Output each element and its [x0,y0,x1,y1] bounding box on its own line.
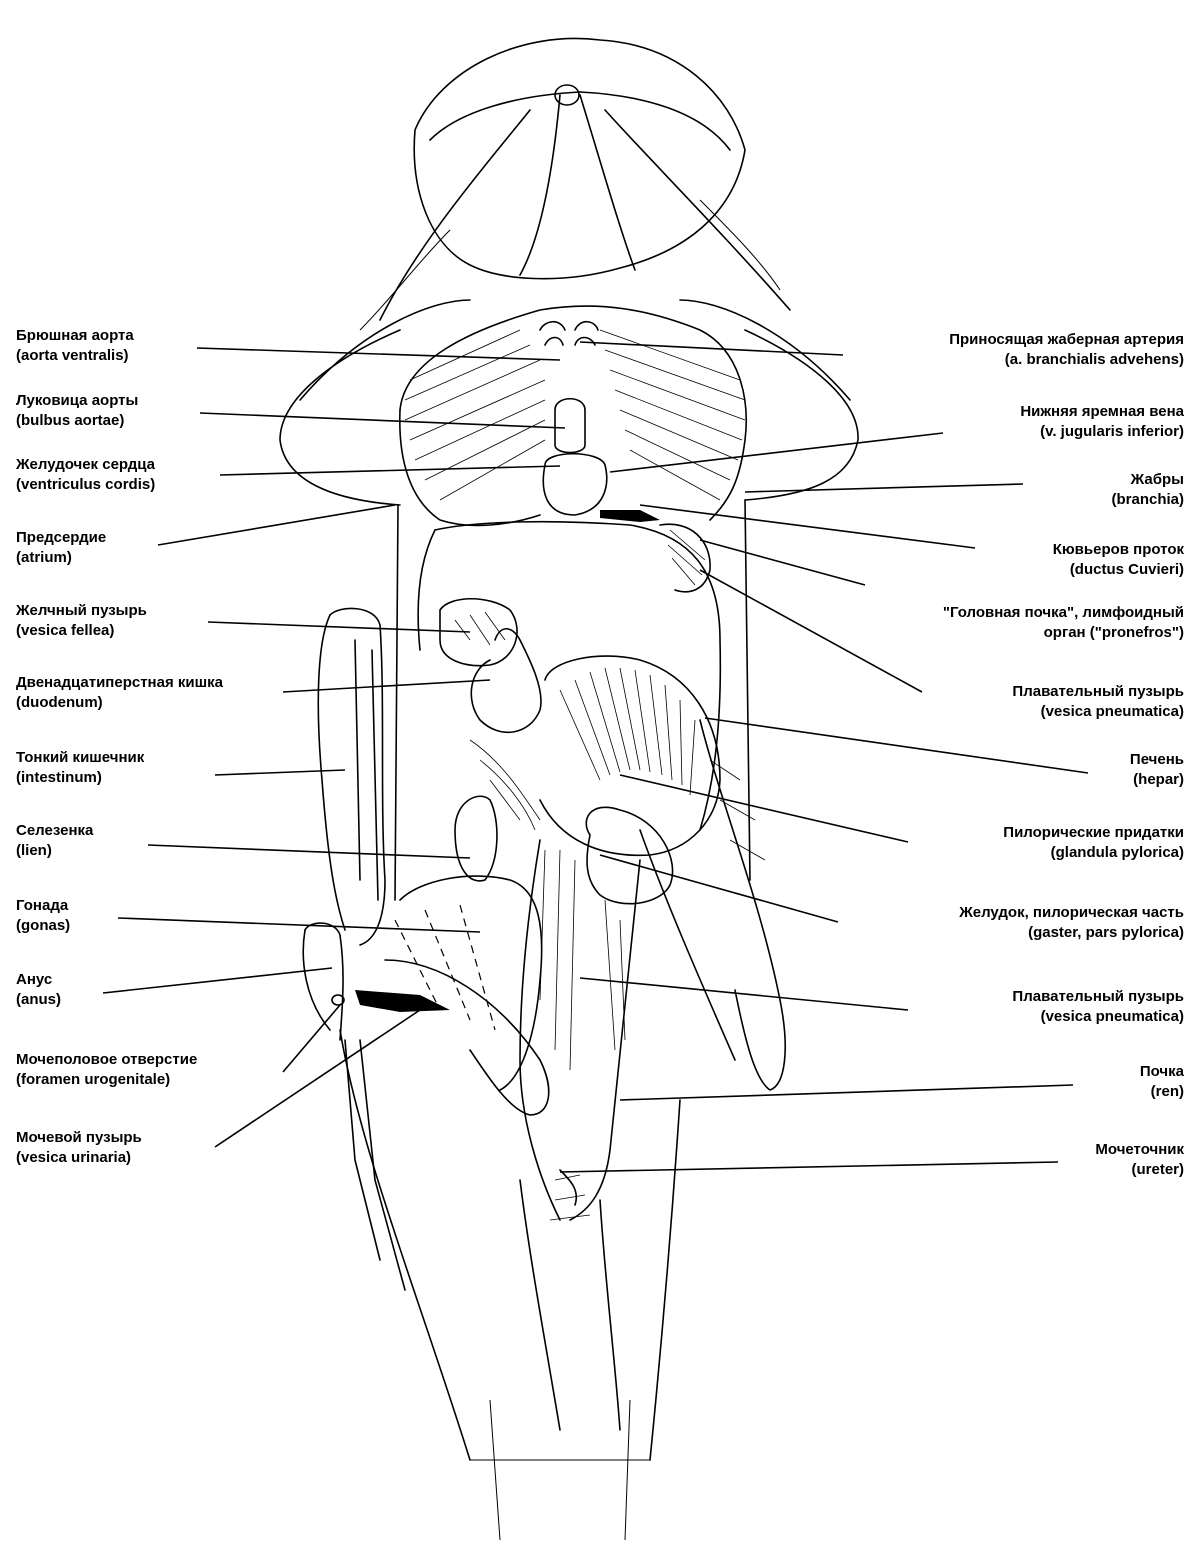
label-lat: (aorta ventralis) [16,346,134,366]
label-lat: (ventriculus cordis) [16,475,155,495]
label-vesica-urinaria: Мочевой пузырь (vesica urinaria) [16,1128,142,1168]
label-lat: (intestinum) [16,768,144,788]
label-ru: Желчный пузырь [16,601,147,621]
label-ren: Почка (ren) [1140,1062,1184,1102]
label-lat: (hepar) [1130,770,1184,790]
tail-peduncle [340,1030,680,1540]
label-ru: Желудок, пилорическая часть [959,903,1184,923]
label-bulbus-aortae: Луковица аорты (bulbus aortae) [16,391,138,431]
label-ru: Нижняя яремная вена [1020,402,1184,422]
leader-lines [103,342,1088,1172]
label-glandula-pylorica: Пилорические придатки (glandula pylorica… [1003,823,1184,863]
label-ru: Пилорические придатки [1003,823,1184,843]
label-ru: Печень [1130,750,1184,770]
label-ductus-cuvieri: Кювьеров проток (ductus Cuvieri) [1053,540,1184,580]
label-vesica-fellea: Желчный пузырь (vesica fellea) [16,601,147,641]
label-gonas: Гонада (gonas) [16,896,70,936]
spleen [455,796,497,881]
label-ru: Селезенка [16,821,93,841]
label-lat: (gaster, pars pylorica) [959,923,1184,943]
gall-bladder [440,599,517,666]
label-ru: Брюшная аорта [16,326,134,346]
label-aorta-ventralis: Брюшная аорта (aorta ventralis) [16,326,134,366]
label-lat: (ureter) [1095,1160,1184,1180]
label-ru: Плавательный пузырь [1012,682,1184,702]
label-intestinum: Тонкий кишечник (intestinum) [16,748,144,788]
label-atrium: Предсердие (atrium) [16,528,106,568]
label-ru: Гонада [16,896,70,916]
label-lat: (a. branchialis advehens) [949,350,1184,370]
label-lat: (glandula pylorica) [1003,843,1184,863]
label-ru: Мочевой пузырь [16,1128,142,1148]
swim-bladder [520,840,640,1220]
label-anus: Анус (anus) [16,970,61,1010]
label-lien: Селезенка (lien) [16,821,93,861]
label-lat: (gonas) [16,916,70,936]
label-branchia: Жабры (branchia) [1111,470,1184,510]
label-lat: (vesica pneumatica) [1012,702,1184,722]
label-ru: Приносящая жаберная артерия [949,330,1184,350]
label-ru: Почка [1140,1062,1184,1082]
gills [400,306,746,525]
label-lat: (ductus Cuvieri) [1053,560,1184,580]
label-lat: (foramen urogenitale) [16,1070,197,1090]
gill-covers [280,300,858,505]
label-vesica-pneumatica-1: Плавательный пузырь (vesica pneumatica) [1012,682,1184,722]
label-ventriculus-cordis: Желудочек сердца (ventriculus cordis) [16,455,155,495]
label-ru: Мочеполовое отверстие [16,1050,197,1070]
label-lat: (ren) [1140,1082,1184,1102]
label-lat: (anus) [16,990,61,1010]
label-ru: "Головная почка", лимфоидный [943,603,1184,623]
label-lat: (vesica urinaria) [16,1148,142,1168]
label-lat: (lien) [16,841,93,861]
label-vesica-pneumatica-2: Плавательный пузырь (vesica pneumatica) [1012,987,1184,1027]
label-ru: Тонкий кишечник [16,748,144,768]
intestine [318,608,385,945]
head-outline [360,38,790,330]
label-foramen-urogenitale: Мочеполовое отверстие (foramen urogenita… [16,1050,197,1090]
label-duodenum: Двенадцатиперстная кишка (duodenum) [16,673,223,713]
label-ru: Мочеточник [1095,1140,1184,1160]
label-lat: (vesica pneumatica) [1012,1007,1184,1027]
label-ru: Предсердие [16,528,106,548]
label-ru: Анус [16,970,61,990]
label-lat: (bulbus aortae) [16,411,138,431]
label-hepar: Печень (hepar) [1130,750,1184,790]
label-ru: Желудочек сердца [16,455,155,475]
pyloric-caeca [470,656,720,855]
label-lat: (vesica fellea) [16,621,147,641]
label-lat: (duodenum) [16,693,223,713]
label-lat: (atrium) [16,548,106,568]
label-ru: Плавательный пузырь [1012,987,1184,1007]
kidney-ureter [520,1170,620,1430]
label-lat: (v. jugularis inferior) [1020,422,1184,442]
head-kidney [660,524,710,592]
label-gaster: Желудок, пилорическая часть (gaster, par… [959,903,1184,943]
label-jugularis-inferior: Нижняя яремная вена (v. jugularis inferi… [1020,402,1184,442]
heart [543,399,660,522]
label-lat: (branchia) [1111,490,1184,510]
label-lat: орган ("pronefros") [943,623,1184,643]
label-branchialis-advehens: Приносящая жаберная артерия (a. branchia… [949,330,1184,370]
label-ru: Двенадцатиперстная кишка [16,673,223,693]
label-ureter: Мочеточник (ureter) [1095,1140,1184,1180]
label-ru: Жабры [1111,470,1184,490]
label-pronefros: "Головная почка", лимфоидный орган ("pro… [943,603,1184,643]
label-ru: Кювьеров проток [1053,540,1184,560]
label-ru: Луковица аорты [16,391,138,411]
